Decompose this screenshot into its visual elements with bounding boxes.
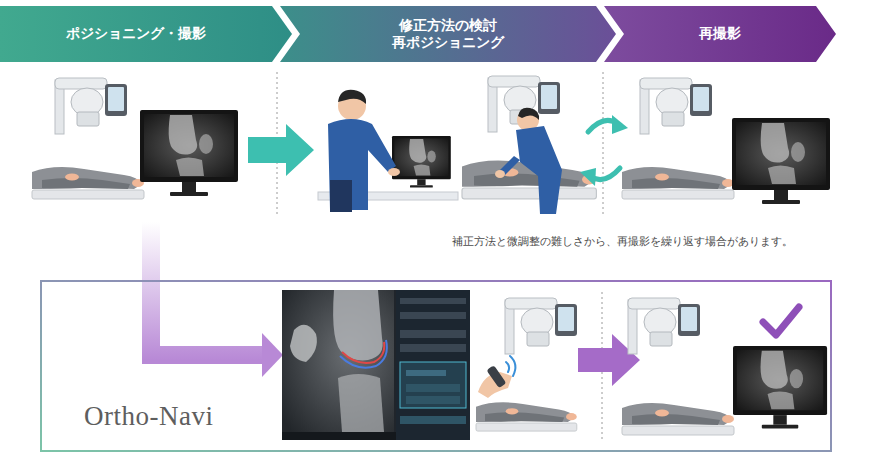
success-scene <box>622 298 827 435</box>
xray-scene <box>32 78 238 199</box>
product-frame: Ortho-Navi <box>40 280 832 452</box>
flow-arrow <box>248 124 314 176</box>
retake-scene <box>622 78 830 204</box>
step-chevron: 修正方法の検討 再ポジショニング <box>280 6 616 62</box>
step-chevron: 再撮影 <box>604 6 836 62</box>
reposition-scene <box>462 76 596 214</box>
note-text: 補正方法と微調整の難しさから、再撮影を繰り返す場合があります。 <box>452 235 793 247</box>
software-screen <box>282 290 470 440</box>
note: 補正方法と微調整の難しさから、再撮影を繰り返す場合があります。 <box>452 230 793 249</box>
remote-scene <box>476 298 577 431</box>
step-chevron: ポジショニング・撮影 <box>0 6 292 62</box>
repeat-arrowheads <box>580 115 628 186</box>
step-title: 修正方法の検討 再ポジショニング <box>383 17 513 52</box>
step-title: ポジショニング・撮影 <box>66 25 206 43</box>
separator <box>277 72 603 440</box>
branch-arrow <box>142 222 283 377</box>
step-title: 再撮影 <box>699 25 741 43</box>
product-name: Ortho-Navi <box>84 401 213 432</box>
operator-scene <box>318 90 458 212</box>
